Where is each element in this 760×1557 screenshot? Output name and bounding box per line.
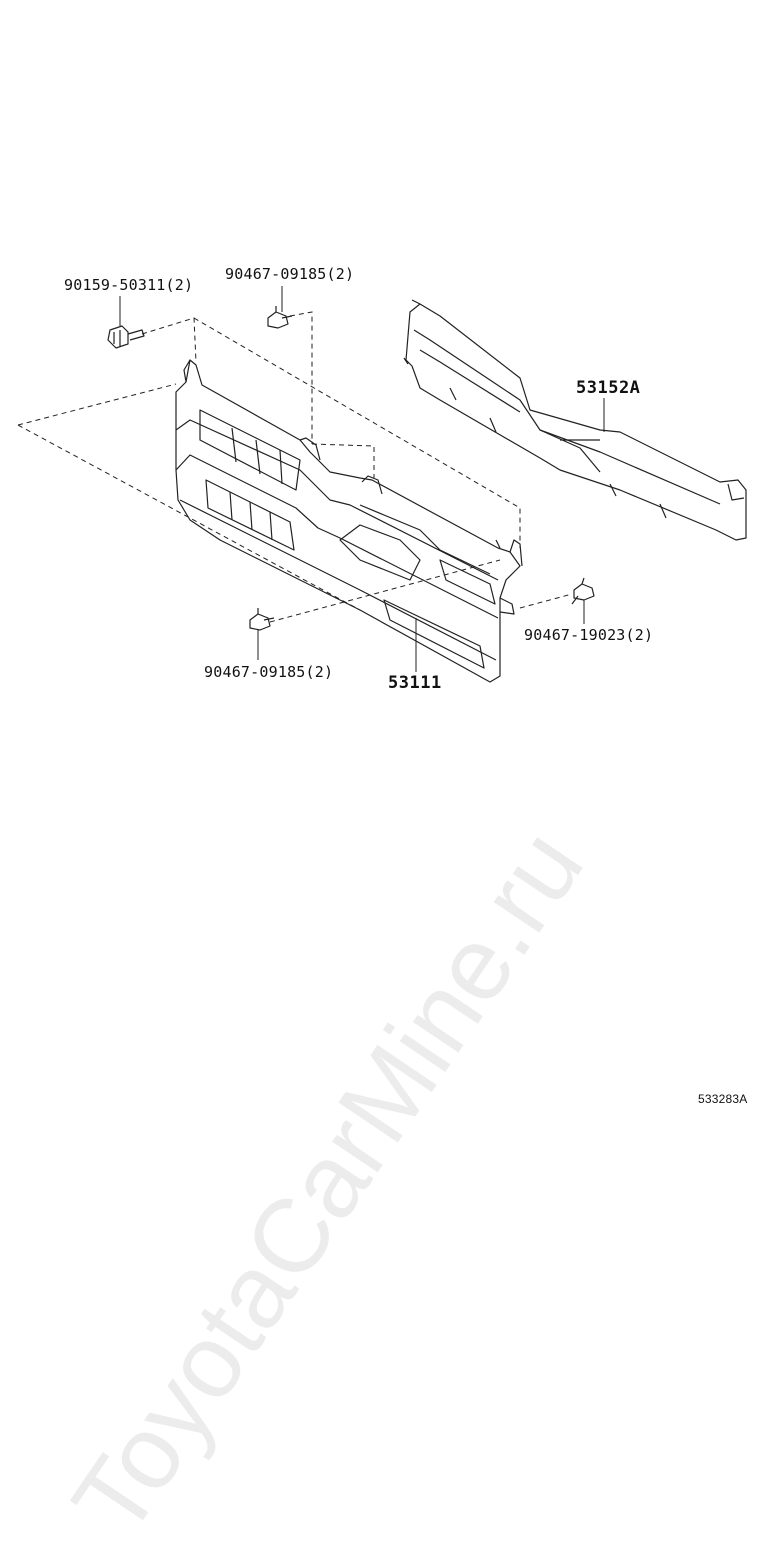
part-label-90159-50311: 90159-50311(2): [64, 276, 194, 294]
clip-90467-09185-bottom: [249, 608, 275, 631]
part-label-53152A: 53152A: [576, 378, 641, 398]
clip-90467-19023: [571, 577, 595, 605]
parts-diagram: [17, 286, 747, 683]
leader-lines: [119, 286, 605, 672]
part-label-53111: 53111: [388, 673, 442, 693]
part-label-90467-09185-bottom: 90467-09185(2): [204, 663, 334, 681]
assembly-lines: [17, 311, 573, 623]
clip-90467-09185-top: [267, 306, 293, 329]
grille-53111: [175, 359, 523, 683]
bolt-90159-50311: [107, 325, 145, 349]
part-label-90467-09185-top: 90467-09185(2): [225, 265, 355, 283]
diagram-code: 533283A: [698, 1092, 748, 1106]
part-label-90467-19023: 90467-19023(2): [524, 626, 654, 644]
bracket-53152A: [403, 299, 747, 541]
